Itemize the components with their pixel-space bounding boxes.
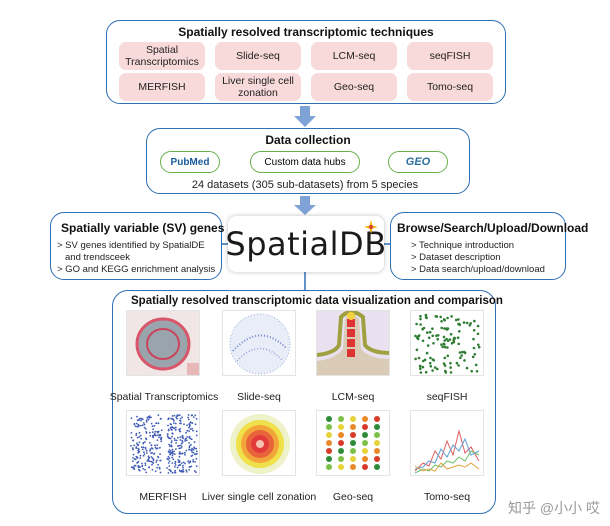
geo-logo: GEO [388, 151, 448, 173]
browse-line-1: > Technique introduction [411, 240, 515, 251]
data-collection-title: Data collection [265, 133, 351, 147]
geo-label: GEO [405, 156, 431, 168]
browse-title: Browse/Search/Upload/Download [397, 221, 589, 235]
geo-seq-image [316, 410, 390, 476]
merfish-dots [130, 414, 198, 474]
caption-slide-seq: Slide-seq [237, 391, 281, 403]
caption-merfish: MERFISH [139, 491, 187, 503]
technique-geo-seq: Geo-seq [311, 73, 397, 101]
tomo-seq-image [410, 410, 484, 476]
spatial-transcriptomics-image [126, 310, 200, 376]
pubmed-label: PubMed [170, 156, 210, 168]
technique-liver-zonation: Liver single cell zonation [215, 73, 301, 101]
sv-genes-line-2: and trendsceek [65, 252, 130, 263]
browse-line-2: > Dataset description [411, 252, 501, 263]
caption-lcm-seq: LCM-seq [331, 391, 375, 403]
pubmed-logo: PubMed [160, 151, 220, 173]
custom-data-hubs-label: Custom data hubs [264, 156, 346, 168]
techniques-title: Spatially resolved transcriptomic techni… [178, 25, 434, 39]
technique-lcm-seq: LCM-seq [311, 42, 397, 70]
lcm-seq-image [316, 310, 390, 376]
technique-tomo-seq: Tomo-seq [407, 73, 493, 101]
caption-geo-seq: Geo-seq [332, 491, 374, 503]
caption-liver-zonation: Liver single cell zonation [201, 491, 317, 503]
liver-zonation-image [222, 410, 296, 476]
custom-data-hubs: Custom data hubs [250, 151, 360, 173]
browse-panel: Browse/Search/Upload/Download > Techniqu… [390, 212, 588, 280]
technique-spatial-transcriptomics: Spatial Transcriptomics [119, 42, 205, 70]
geo-seq-dots [326, 416, 380, 470]
arrow-down-icon [294, 106, 316, 127]
technique-seqfish: seqFISH [407, 42, 493, 70]
technique-slide-seq: Slide-seq [215, 42, 301, 70]
arrow-down-icon [294, 196, 316, 215]
technique-merfish: MERFISH [119, 73, 205, 101]
sv-genes-line-3: > GO and KEGG enrichment analysis [57, 264, 216, 275]
caption-tomo-seq: Tomo-seq [423, 491, 471, 503]
visualization-title: Spatially resolved transcriptomic data v… [131, 295, 503, 307]
sparkle-icon [364, 220, 378, 234]
sv-genes-panel: Spatially variable (SV) genes > SV genes… [50, 212, 225, 280]
watermark: 知乎 @小小 哎 [508, 500, 600, 516]
seqfish-dots [414, 313, 481, 374]
browse-line-3: > Data search/upload/download [411, 264, 545, 275]
sv-genes-line-1: > SV genes identified by SpatialDE [57, 240, 205, 251]
caption-seqfish: seqFISH [426, 391, 468, 403]
merfish-image [126, 410, 200, 476]
sv-genes-title: Spatially variable (SV) genes [61, 221, 225, 235]
seqfish-image [410, 310, 484, 376]
spatialdb-logo: SpatialDB [225, 216, 387, 272]
dataset-summary: 24 datasets (305 sub-datasets) from 5 sp… [191, 179, 419, 191]
caption-spatial-transcriptomics: Spatial Transcriptomics [109, 391, 219, 403]
slide-seq-image [222, 310, 296, 376]
spatialdb-logo-text: SpatialDB [225, 225, 387, 263]
